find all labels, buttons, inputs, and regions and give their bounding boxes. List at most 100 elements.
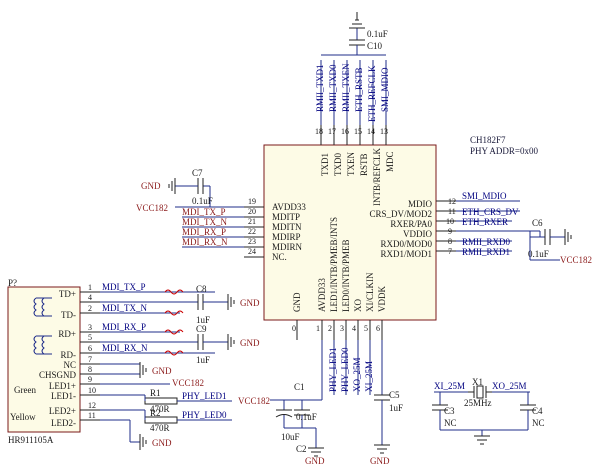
conn-pin-12[interactable]: 12	[80, 401, 100, 411]
svg-text:7: 7	[448, 247, 452, 256]
svg-text:5: 5	[88, 333, 92, 342]
resistor-r1[interactable]: R1 470R	[144, 388, 232, 414]
svg-text:GND: GND	[240, 338, 260, 348]
svg-text:INTB/REFCLK: INTB/REFCLK	[372, 147, 382, 206]
svg-text:C8: C8	[196, 284, 207, 294]
right-pin-9[interactable]: VDDIO 9	[403, 227, 456, 239]
conn-pin-11[interactable]: 11	[80, 411, 100, 421]
conn-pin-3[interactable]: 3	[80, 323, 100, 333]
conn-pin-1[interactable]: 1	[80, 283, 100, 293]
svg-text:C6: C6	[532, 218, 543, 228]
capacitor-c8[interactable]: C8 1uF	[196, 284, 228, 325]
rj45-connector-body[interactable]	[7, 286, 81, 433]
svg-text:C1: C1	[294, 382, 305, 392]
conn-pin-2[interactable]: 2	[80, 304, 100, 314]
svg-text:C3: C3	[444, 406, 455, 416]
capacitor-c4[interactable]: C4 NC	[520, 404, 545, 430]
right-pin-10[interactable]: RXER/PA0 10	[390, 217, 456, 229]
chip-addr-label: PHY ADDR=0x00	[470, 146, 539, 156]
conn-pin-led2n-name: LED2-	[51, 418, 76, 428]
svg-text:RMII_TXEN: RMII_TXEN	[341, 63, 351, 112]
conn-pin-4[interactable]: 4	[80, 293, 100, 303]
ground-symbol-led: GND	[139, 434, 172, 450]
right-pin-8[interactable]: RXD0/MOD0 8	[380, 237, 456, 249]
capacitor-c3[interactable]: C3 NC	[432, 404, 457, 430]
vcc182-bottom-label: VCC182	[238, 396, 270, 406]
capacitor-c5[interactable]: C5 1uF	[374, 390, 403, 445]
svg-text:10: 10	[446, 217, 454, 226]
ground-symbol-c7: GND	[141, 178, 176, 194]
conn-pin-9[interactable]: 9	[80, 375, 100, 385]
bottom-pin-2[interactable]: 2 LED1/INTB/PMEB/INTS	[328, 217, 339, 340]
capacitor-c2[interactable]: 10uF C2	[275, 400, 307, 454]
resistor-r2[interactable]: R2 470R	[144, 408, 232, 433]
svg-text:C10: C10	[367, 41, 383, 51]
conn-pin-6[interactable]: 6	[80, 344, 100, 354]
left-pin-22[interactable]: 22 MDIRP	[244, 227, 301, 242]
left-pin-20[interactable]: 20 MDITP	[244, 207, 300, 222]
right-pin-11[interactable]: CRS_DV/MOD2 11	[369, 207, 456, 219]
bottom-pin-3[interactable]: 3 LED0/INTB/PMEB	[340, 239, 351, 340]
left-pin-24[interactable]: 24 NC.	[244, 247, 287, 262]
net-label-rmii-rxd0: RMII_RXD0	[462, 237, 511, 247]
svg-text:GND: GND	[152, 366, 172, 376]
crystal-x1[interactable]: X1 25MHz	[464, 377, 492, 408]
svg-text:4: 4	[352, 324, 356, 333]
left-pin-23[interactable]: 23 MDIRN	[244, 237, 303, 252]
conn-pin-8[interactable]: 8	[80, 365, 100, 375]
bottom-pin-6[interactable]: 6 VDDK	[376, 286, 387, 340]
conn-pin-7[interactable]: 7	[80, 355, 100, 365]
bottom-pin-1[interactable]: 1 AVDD33	[316, 278, 327, 340]
left-pin-21[interactable]: 21 MDITN	[244, 217, 302, 232]
capacitor-c6[interactable]: C6 0.1uF	[528, 218, 565, 259]
svg-text:NC: NC	[444, 418, 457, 428]
net-label-phy-led0-vert: PHY_LED0	[340, 347, 350, 392]
right-pin-12[interactable]: MDIO 12	[408, 197, 456, 209]
bottom-pin-gnd[interactable]: 0 GND	[292, 292, 302, 340]
right-pin-7[interactable]: RXD1/MOD1 7	[380, 247, 456, 259]
bottom-pin-5[interactable]: 5 XI/CLKIN	[364, 272, 375, 340]
svg-text:MDITN: MDITN	[272, 222, 302, 232]
svg-text:20: 20	[248, 207, 256, 216]
svg-text:8: 8	[88, 365, 92, 374]
svg-text:LED0/INTB/PMEB: LED0/INTB/PMEB	[341, 239, 351, 312]
net-label-xi-25m: XI_25M	[434, 381, 465, 391]
capacitor-c9[interactable]: C9 1uF	[196, 324, 228, 365]
capacitor-c1[interactable]: C1 0.1uF	[294, 382, 317, 428]
top-pin-17[interactable]: 17 TXD0 RMII_TXD0	[328, 60, 343, 176]
net-label-phy-led0: PHY_LED0	[182, 410, 227, 420]
svg-text:1uF: 1uF	[389, 403, 403, 413]
svg-text:GND: GND	[292, 292, 302, 312]
svg-text:GND: GND	[240, 298, 260, 308]
conn-pin-5[interactable]: 5	[80, 333, 100, 343]
svg-text:GND: GND	[370, 456, 390, 466]
capacitor-c10[interactable]: 0.1uF C10	[349, 28, 388, 51]
top-pin-16[interactable]: 16 TXEN RMII_TXEN	[341, 60, 356, 176]
top-pin-14[interactable]: 14 INTB/REFCLK ETH_REFCLK	[367, 60, 382, 206]
capacitor-c7[interactable]: C7 0.1uF	[175, 168, 213, 206]
svg-text:1: 1	[88, 283, 92, 292]
bottom-pin-4[interactable]: 4 XO	[352, 299, 363, 340]
svg-text:10uF: 10uF	[281, 432, 300, 442]
phy-chip-body[interactable]	[263, 144, 437, 321]
svg-text:XO: XO	[353, 299, 363, 312]
left-pin-19[interactable]: 19 AVDD33	[244, 197, 306, 212]
svg-text:18: 18	[315, 127, 323, 136]
svg-text:6: 6	[376, 324, 380, 333]
svg-text:470R: 470R	[150, 404, 170, 414]
conn-pin-10[interactable]: 10	[80, 386, 100, 396]
chip-part-label: CH182F7	[470, 135, 506, 145]
svg-text:GND: GND	[152, 438, 172, 448]
svg-text:RXER/PA0: RXER/PA0	[390, 219, 432, 229]
top-pin-15[interactable]: 15 RSTB ETH_RSTB	[354, 60, 369, 176]
top-pin-18[interactable]: 18 TXD1 RMII_TXD1	[315, 60, 330, 176]
svg-text:TXEN: TXEN	[346, 152, 356, 176]
erc-marker-3	[164, 329, 184, 335]
conn-pin-nc-name: NC	[63, 360, 76, 370]
svg-text:8: 8	[448, 237, 452, 246]
conn-pin-rdp-name: RD+	[58, 329, 76, 339]
ground-symbol-crystal	[474, 435, 490, 445]
top-pin-13[interactable]: 13 MDC SMI_MDIO	[380, 60, 395, 172]
ground-symbol-c10	[349, 12, 365, 29]
svg-text:NC.: NC.	[272, 252, 287, 262]
